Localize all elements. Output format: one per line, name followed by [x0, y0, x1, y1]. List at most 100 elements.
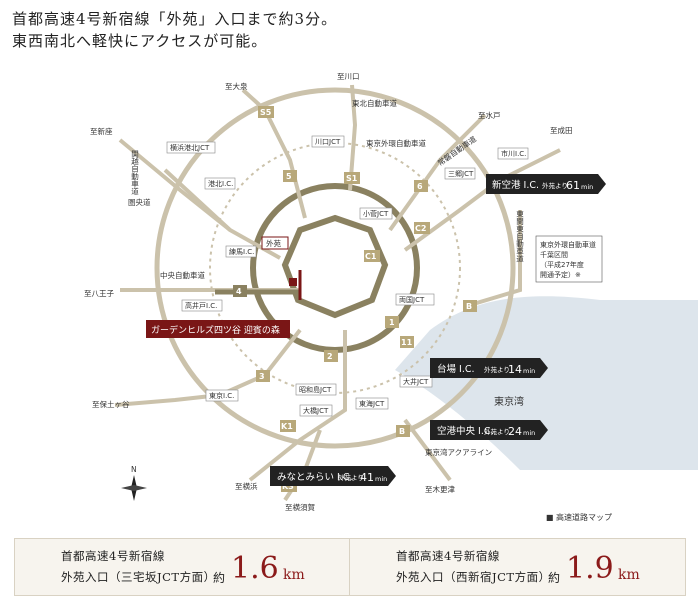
ic-kohoku: 港北I.C. — [208, 179, 233, 188]
jct-kawaguchi: 川口JCT — [315, 138, 341, 146]
shield-k1: K1 — [281, 422, 293, 431]
map-legend: ■ 高速道路マップ — [545, 513, 612, 522]
jct-kosuge: 小菅JCT — [363, 209, 389, 218]
shield-s1: S1 — [346, 174, 358, 183]
svg-text:外苑より: 外苑より — [338, 473, 364, 482]
svg-text:空港中央 I.C.: 空港中央 I.C. — [437, 425, 494, 437]
distance-line2: 外苑入口（西新宿JCT方面） — [396, 570, 551, 584]
compass-icon: N — [121, 465, 147, 501]
shield-3: 3 — [259, 372, 265, 381]
label-tokyo-gaikan: 東京外環自動車道 — [366, 138, 426, 148]
svg-text:外苑より: 外苑より — [542, 181, 568, 190]
label-aqualine: 東京湾アクアライン — [425, 447, 492, 457]
shield-c1: C1 — [365, 252, 377, 261]
jct-yokohama-kohoku: 横浜港北JCT — [170, 143, 210, 152]
distance-line1: 首都高速4号新宿線 — [396, 549, 500, 563]
shield-s5: S5 — [260, 108, 272, 117]
label-niiza: 至新座 — [90, 126, 113, 136]
label-tohoku: 東北自動車道 — [352, 98, 397, 108]
junction-boxes: 川口JCT 三郷JCT 小菅JCT 両国JCT 大井JCT 東海JCT 昭和島J… — [166, 135, 529, 417]
label-yokosuka: 至横須賀 — [285, 502, 315, 512]
ic-tokyo: 東京I.C. — [209, 391, 234, 400]
distance-sangubashi: 首都高速4号新宿線 外苑入口（三宅坂JCT方面） 約 1.6 km — [15, 539, 350, 595]
svg-text:min: min — [581, 183, 593, 191]
residence-label: ガーデンヒルズ四ツ谷 迎賓の森 — [151, 324, 280, 336]
svg-text:min: min — [523, 367, 535, 375]
distance-line2: 外苑入口（三宅坂JCT方面） — [61, 570, 216, 584]
label-hodogaya: 至保土ヶ谷 — [92, 399, 130, 409]
outer-ring-gaikan — [154, 87, 516, 449]
label-oizumi: 至大泉 — [225, 81, 248, 91]
label-kawaguchi: 至川口 — [337, 72, 360, 81]
label-tokyo-bay: 東京湾 — [494, 395, 524, 408]
ring-c1 — [281, 214, 389, 319]
shield-b: B — [466, 302, 472, 311]
distance-line1: 首都高速4号新宿線 — [61, 549, 165, 563]
distance-unit: km — [283, 567, 305, 583]
label-hachioji: 至八王子 — [84, 289, 114, 298]
label-higashi-kanto: 東関東自動車道 — [515, 209, 524, 264]
ic-ichikawa: 市川I.C. — [501, 149, 526, 158]
shield-5: 5 — [286, 172, 292, 181]
construction-note-4: 開通予定）※ — [540, 270, 581, 279]
svg-text:外苑より: 外苑より — [484, 365, 510, 374]
shield-k3: K3 — [282, 482, 294, 491]
shield-1: 1 — [389, 318, 395, 327]
gaien-label: 外苑 — [266, 238, 281, 248]
svg-text:N: N — [131, 465, 137, 474]
construction-note-box — [535, 235, 603, 283]
jct-ryogoku: 両国JCT — [399, 296, 425, 304]
ic-nerima: 練馬I.C. — [229, 247, 254, 256]
route-shields: 4 5 S1 S5 6 C1 C2 B 1 11 2 3 K1 K3 B — [233, 106, 477, 492]
shield-6: 6 — [417, 182, 423, 191]
svg-text:台場 I.C.: 台場 I.C. — [437, 363, 475, 375]
svg-text:みなとみらい I.C.: みなとみらい I.C. — [277, 472, 353, 483]
jct-ohi: 大井JCT — [403, 377, 429, 386]
distance-prefix: 約 — [213, 571, 226, 585]
shield-c2: C2 — [415, 224, 426, 233]
shield-4: 4 — [236, 287, 242, 296]
svg-text:24: 24 — [508, 425, 522, 438]
label-yokohama: 至横浜 — [235, 481, 258, 491]
ic-badge-daiba: 台場 I.C. 外苑より 14 min — [430, 358, 548, 378]
svg-text:min: min — [523, 429, 535, 437]
ic-takaido: 高井戸I.C. — [185, 301, 217, 310]
label-narita: 至成田 — [550, 125, 573, 135]
ic-badge-kuko-chuo: 空港中央 I.C. 外苑より 24 min — [430, 420, 548, 440]
jct-showajima: 昭和島JCT — [299, 385, 332, 394]
label-chuo-road: 中央自動車道 — [160, 270, 205, 280]
residence-marker — [289, 278, 297, 286]
distance-prefix: 約 — [548, 571, 561, 585]
label-kan-etsu: 関越自動車道 — [130, 150, 139, 197]
residence-banner — [146, 320, 290, 338]
jct-tokai: 東海JCT — [359, 399, 385, 408]
tokyo-bay-water — [395, 296, 698, 470]
ic-badge-shinkuko: 新空港 I.C. 外苑より 61 min — [486, 174, 606, 194]
jct-misato: 三郷JCT — [448, 169, 474, 178]
distance-panel: 首都高速4号新宿線 外苑入口（三宅坂JCT方面） 約 1.6 km 首都高速4号… — [14, 538, 686, 596]
expressway-map: 外苑 ガーデンヒルズ四ツ谷 迎賓の森 至大泉 至新座 至川口 至水戸 至成田 東… — [84, 72, 698, 512]
gaien-box — [261, 236, 289, 250]
svg-text:14: 14 — [508, 363, 522, 376]
shield-11: 11 — [401, 338, 413, 347]
svg-text:外苑より: 外苑より — [484, 427, 510, 436]
construction-note-1: 東京外環自動車道 — [540, 240, 596, 249]
label-ken-o: 圏央道 — [128, 197, 151, 207]
ic-badge-minatomirai: みなとみらい I.C. 外苑より 41 min — [270, 466, 396, 486]
headline-line-2: 東西南北へ軽快にアクセスが可能。 — [12, 32, 268, 50]
distance-unit: km — [618, 567, 640, 583]
distance-value: 1.6 — [231, 551, 279, 586]
svg-text:61: 61 — [566, 179, 580, 192]
label-kisarazu: 至木更津 — [425, 484, 455, 494]
distance-value: 1.9 — [566, 551, 614, 586]
distance-nishishinjuku: 首都高速4号新宿線 外苑入口（西新宿JCT方面） 約 1.9 km — [350, 539, 684, 595]
shield-2: 2 — [327, 352, 333, 361]
shield-b-south: B — [399, 427, 405, 436]
construction-note-3: （平成27年度 — [540, 260, 584, 269]
svg-text:新空港 I.C.: 新空港 I.C. — [492, 179, 539, 191]
label-mito: 至水戸 — [478, 110, 501, 120]
headline-line-1: 首都高速4号新宿線「外苑」入口まで約3分。 — [12, 10, 338, 28]
svg-text:min: min — [375, 475, 387, 483]
svg-text:41: 41 — [360, 471, 374, 484]
construction-note-2: 千葉区間 — [540, 250, 568, 259]
